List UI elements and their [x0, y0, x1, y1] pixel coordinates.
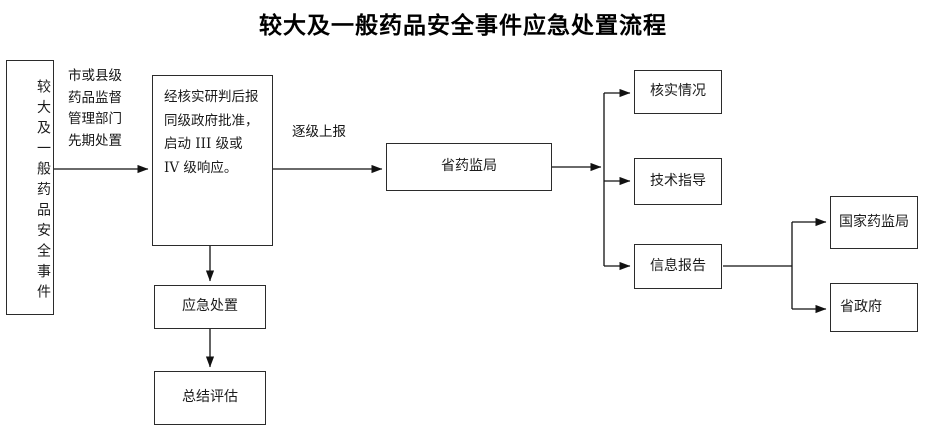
- node-provincial-government[interactable]: 省政府: [830, 283, 918, 332]
- node-national-drug-administration[interactable]: 国家药监局: [830, 196, 918, 249]
- node-decision-approval[interactable]: 经核实研判后报同级政府批准，启动 III 级或 IV 级响应。: [152, 75, 273, 246]
- node-technical-guidance[interactable]: 技术指导: [634, 158, 722, 205]
- node-summary-evaluation[interactable]: 总结评估: [154, 371, 266, 425]
- edge-label-initial-disposal: 市或县级 药品监督 管理部门 先期处置: [68, 68, 122, 149]
- node-provincial-drug-administration[interactable]: 省药监局: [386, 143, 552, 191]
- node-incident[interactable]: 较大及一般药品安全事件: [6, 60, 54, 315]
- node-verify-situation[interactable]: 核实情况: [634, 70, 722, 114]
- node-information-report[interactable]: 信息报告: [634, 244, 722, 289]
- edge-label-report-upward: 逐级上报: [292, 124, 346, 140]
- page-title: 较大及一般药品安全事件应急处置流程: [259, 12, 667, 39]
- node-emergency-response[interactable]: 应急处置: [154, 285, 266, 329]
